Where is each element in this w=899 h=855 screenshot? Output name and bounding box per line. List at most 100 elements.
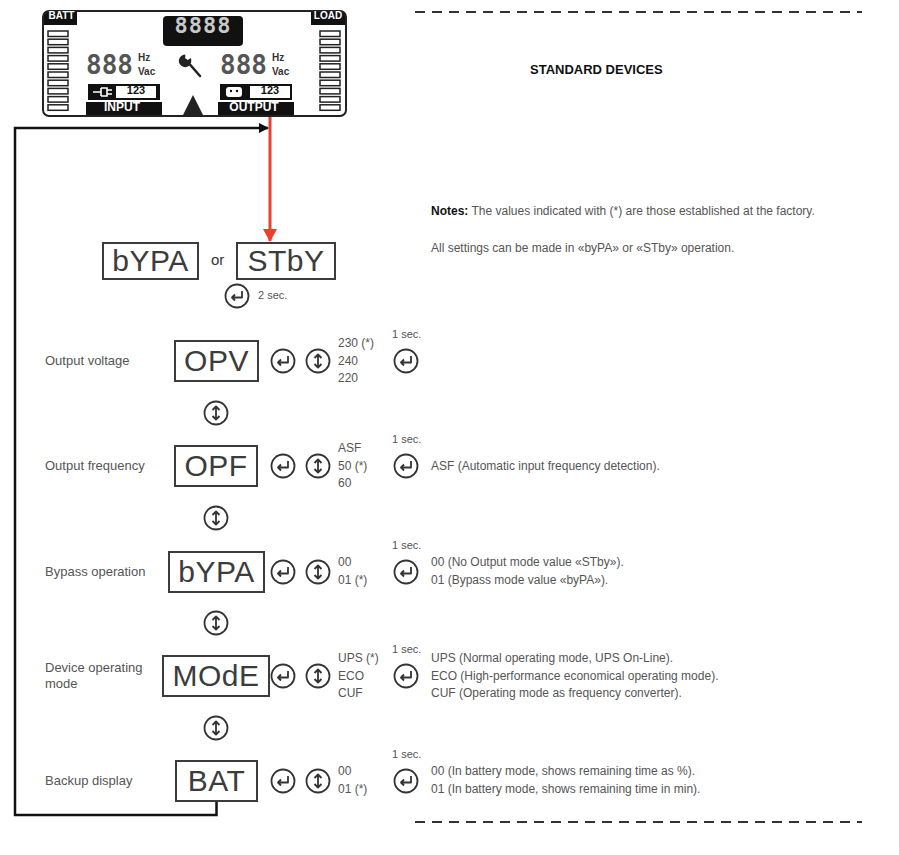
- red-pointer-arrow: [269, 117, 272, 241]
- box-label: MOdE: [172, 661, 259, 691]
- menu-box: OPF: [174, 445, 258, 487]
- up-down-button-symbol: [307, 455, 330, 478]
- battery-bar: [48, 80, 68, 86]
- load-bar: [320, 72, 340, 78]
- battery-bar: [48, 56, 68, 62]
- lcd-text: Hz: [138, 53, 150, 63]
- hint-text: 1 sec.: [392, 433, 421, 446]
- option-note: UPS (Normal operating mode, UPS On-Line)…: [431, 651, 673, 665]
- box-label: BAT: [188, 766, 246, 796]
- hint-text: 1 sec.: [392, 539, 421, 552]
- option-value: ASF: [338, 441, 361, 455]
- option-note: CUF (Operating mode as frequency convert…: [431, 686, 682, 700]
- lcd-text: LOAD: [311, 11, 345, 21]
- battery-bar: [48, 72, 68, 78]
- enter-button-symbol: [272, 561, 295, 584]
- battery-bar: [48, 39, 68, 45]
- enter-button-symbol: [272, 665, 295, 688]
- lcd-text: BATT: [45, 11, 78, 21]
- menu-box: OPV: [174, 340, 259, 382]
- lcd-text: 888: [220, 52, 267, 78]
- up-down-button-symbol: [205, 507, 228, 530]
- enter-button-symbol: [395, 665, 418, 688]
- setting-name: Output voltage: [45, 353, 130, 369]
- load-bar: [320, 31, 340, 37]
- option-note: ECO (High-performance economical operati…: [431, 669, 718, 683]
- hint-text: or: [211, 251, 224, 269]
- dashed-rule: [415, 821, 862, 823]
- menu-box: MOdE: [162, 655, 270, 697]
- setting-name: Backup display: [45, 773, 132, 789]
- box-label: STbY: [247, 246, 324, 276]
- up-down-button-symbol: [307, 561, 330, 584]
- option-value: CUF: [338, 686, 363, 700]
- hint-text: 1 sec.: [392, 328, 421, 341]
- enter-button-symbol: [395, 770, 418, 793]
- box-label: OPF: [184, 451, 247, 481]
- option-value: 00: [338, 555, 351, 569]
- setting-name: Device operating mode: [45, 660, 157, 691]
- option-note: 00 (In battery mode, shows remaining tim…: [431, 764, 695, 778]
- up-down-button-symbol: [307, 350, 330, 373]
- lcd-text: Vac: [138, 67, 155, 77]
- menu-box: bYPA: [168, 551, 265, 593]
- up-down-button-symbol: [205, 612, 228, 635]
- load-bar: [320, 56, 340, 62]
- dashed-rule: [415, 11, 862, 13]
- up-down-button-symbol: [205, 717, 228, 740]
- load-bar: [320, 105, 340, 111]
- option-note: 00 (No Output mode value «STby»).: [431, 555, 624, 569]
- up-down-button-symbol: [205, 402, 228, 425]
- lcd-text: 123: [116, 85, 156, 96]
- enter-button-symbol: [395, 350, 418, 373]
- up-down-button-symbol: [307, 665, 330, 688]
- option-value: 00: [338, 764, 351, 778]
- battery-bar: [48, 31, 68, 37]
- note-text: The values indicated with (*) are those …: [471, 204, 814, 218]
- hint-text: 1 sec.: [392, 643, 421, 656]
- load-bar: [320, 39, 340, 45]
- load-bar: [320, 47, 340, 53]
- enter-button-symbol: [226, 285, 249, 308]
- option-value: UPS (*): [338, 651, 379, 665]
- enter-button-symbol: [395, 455, 418, 478]
- option-value: 240: [338, 354, 358, 368]
- option-value: 01 (*): [338, 573, 367, 587]
- lcd-text: OUTPUT: [216, 101, 292, 113]
- enter-button-symbol: [395, 561, 418, 584]
- battery-bar: [48, 105, 68, 111]
- lcd-text: Vac: [272, 67, 289, 77]
- setting-name: Output frequency: [45, 458, 145, 474]
- note-text: All settings can be made in «byPA» or «S…: [431, 241, 734, 255]
- box-label: bYPA: [178, 557, 255, 587]
- option-note: 01 (Bypass mode value «byPA»).: [431, 573, 608, 587]
- enter-button-symbol: [272, 350, 295, 373]
- heading: STANDARD DEVICES: [530, 62, 663, 78]
- option-note: 01 (In battery mode, shows remaining tim…: [431, 782, 700, 796]
- notes-heading: Notes:: [431, 204, 468, 218]
- load-bar: [320, 97, 340, 103]
- box-label: bYPA: [112, 246, 189, 276]
- menu-box: STbY: [236, 242, 336, 280]
- option-value: 50 (*): [338, 459, 367, 473]
- box-label: OPV: [184, 346, 249, 376]
- option-value: 220: [338, 371, 358, 385]
- option-value: 01 (*): [338, 782, 367, 796]
- lcd-display-panel: BATT8888LOAD888HzVac888HzVac123INPUT123O…: [42, 10, 347, 117]
- battery-bar: [48, 47, 68, 53]
- lcd-panel-art: [44, 12, 345, 116]
- option-note: ASF (Automatic input frequency detection…: [431, 459, 660, 473]
- option-value: 60: [338, 476, 351, 490]
- battery-bar: [48, 88, 68, 94]
- lcd-text: Hz: [272, 53, 284, 63]
- battery-bar: [48, 64, 68, 70]
- option-value: ECO: [338, 669, 364, 683]
- enter-button-symbol: [272, 770, 295, 793]
- setting-name: Bypass operation: [45, 564, 145, 580]
- load-bar: [320, 64, 340, 70]
- lcd-text: 123: [250, 85, 290, 96]
- menu-box: bYPA: [102, 242, 199, 280]
- load-bar: [320, 88, 340, 94]
- load-bar: [320, 80, 340, 86]
